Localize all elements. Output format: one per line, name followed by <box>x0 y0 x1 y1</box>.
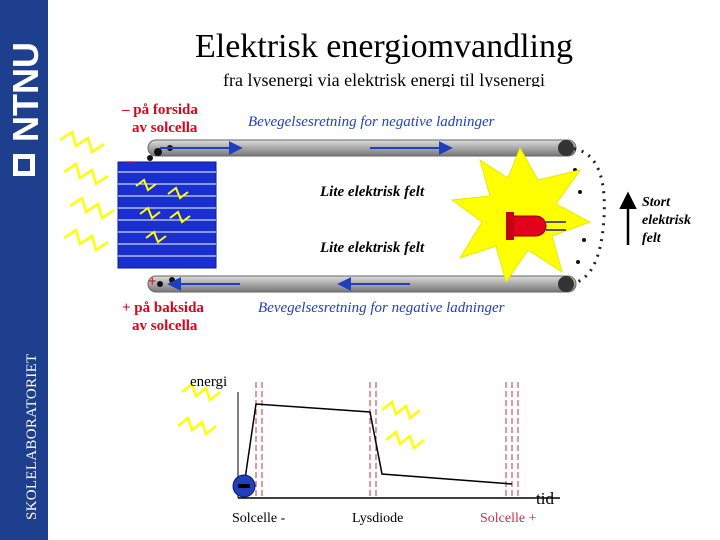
tick-label: Lysdiode <box>352 511 403 526</box>
solar-cell <box>117 161 217 269</box>
light-absorbed-icon <box>177 381 221 437</box>
incoming-light-icon <box>59 130 115 252</box>
energy-graph <box>177 381 560 499</box>
back-label-line1: + på baksida <box>122 300 204 316</box>
field-bottom-label: Lite elektrisk felt <box>319 240 425 256</box>
back-label-line2: av solcella <box>132 318 198 334</box>
minus-terminal-top <box>558 140 574 156</box>
minus-terminal-bottom <box>558 276 574 292</box>
sidebar-vertical-text: SKOLELABORATORIET <box>24 353 40 521</box>
sidebar: NTNU SKOLELABORATORIET <box>0 0 48 540</box>
front-label-line1: – på forsida <box>121 102 198 118</box>
tick-label: Solcelle + <box>480 511 537 526</box>
led <box>450 146 592 284</box>
current-arrows <box>160 141 637 291</box>
strong-field-line1: Stort <box>642 195 671 210</box>
strong-field-line2: elektrisk <box>642 213 691 228</box>
field-top-label: Lite elektrisk felt <box>319 184 425 200</box>
plus-sign: + <box>148 274 157 290</box>
y-axis-label: energi <box>190 374 227 390</box>
x-axis-label: tid <box>536 489 554 508</box>
logo-text: NTNU <box>5 42 46 142</box>
strong-field-line3: felt <box>642 231 662 246</box>
led-bulb-icon <box>511 215 547 237</box>
led-glow <box>450 146 592 284</box>
minus-sign: – <box>125 151 135 170</box>
page-subtitle: fra lysenergi via elektrisk energi til l… <box>223 70 545 87</box>
diagram: – på forsida av solcella – + + på baksid… <box>59 102 691 526</box>
front-label-line2: av solcella <box>132 120 198 136</box>
light-emitted-icon <box>381 399 425 451</box>
top-direction-label: Bevegelsesretning for negative ladninger <box>248 114 495 130</box>
energy-curve <box>243 403 513 487</box>
tick-label: Solcelle - <box>232 511 286 526</box>
ntnu-logo: NTNU <box>5 42 46 176</box>
page-title: Elektrisk energiomvandling <box>194 28 574 65</box>
bottom-direction-label: Bevegelsesretning for negative ladninger <box>258 300 505 316</box>
